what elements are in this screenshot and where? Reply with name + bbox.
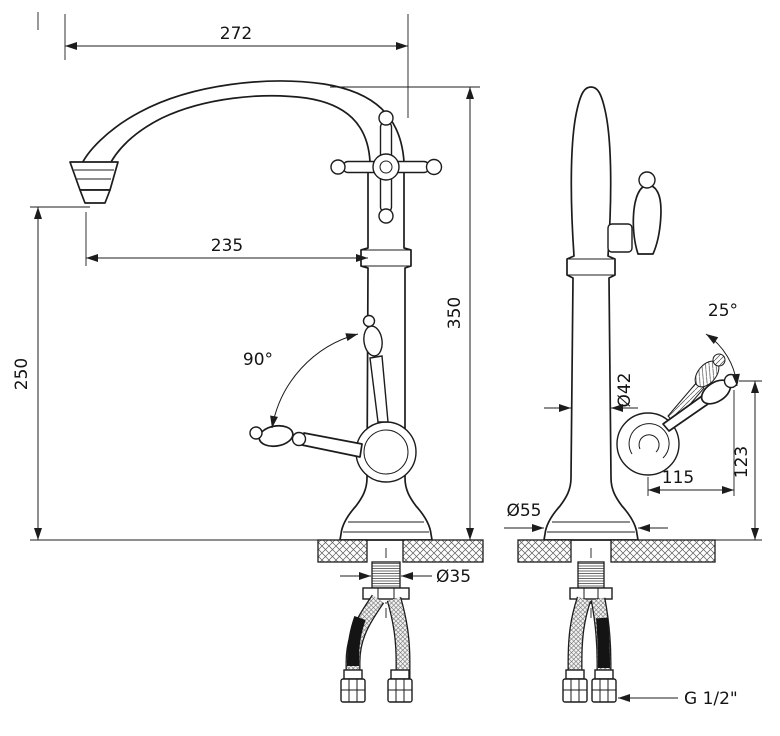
hose-braid — [388, 597, 410, 700]
supply-hose-left — [567, 596, 592, 700]
fitting-collar — [343, 669, 363, 680]
countertop-slab — [317, 539, 368, 563]
supply-hose-right — [386, 596, 411, 700]
side-view: 25° Ø42 123 115 Ø55 — [504, 86, 762, 709]
dim-label-overall-reach: 272 — [220, 24, 252, 44]
hose-fitting-right — [387, 669, 413, 703]
dim-label-handle-swing: 90° — [243, 350, 273, 370]
dim-total-height: 350 — [330, 86, 480, 540]
dim-overall-reach: 272 — [64, 14, 409, 118]
front-lever-shaft — [301, 432, 363, 458]
countertop-slab — [610, 539, 716, 563]
dim-body-diameter: Ø42 — [544, 372, 638, 412]
cross-handle-hub — [372, 153, 400, 181]
front-lever-grip — [258, 424, 294, 448]
front-dimensions: 272 235 250 350 90° — [12, 12, 480, 587]
front-lever-alt-ball — [362, 314, 376, 328]
side-top-handle-ball — [638, 171, 656, 189]
fitting-collar — [594, 669, 614, 680]
dim-label-body-diameter: Ø42 — [615, 372, 635, 407]
hose-braid — [568, 597, 590, 700]
front-lever-alt-shaft — [369, 355, 389, 423]
side-body — [543, 86, 639, 541]
countertop-slab — [402, 539, 484, 563]
hose-fitting-left — [340, 669, 366, 703]
cross-handle-bottom-ball — [378, 208, 394, 224]
dim-spout-height: 250 — [12, 206, 340, 541]
dim-label-mount-hole: Ø35 — [436, 567, 471, 587]
mounting-shank — [371, 561, 401, 589]
side-top-handle-boss — [607, 223, 633, 253]
hose-fitting-left — [562, 669, 588, 703]
front-lever-collar — [291, 431, 307, 447]
side-under-counter — [562, 548, 617, 703]
dim-label-handle-tilt: 25° — [708, 301, 738, 321]
front-lever-escutcheon — [355, 421, 417, 483]
tilt-arc — [705, 333, 740, 387]
supply-hose-right — [590, 597, 612, 700]
supply-hose-left — [345, 594, 385, 700]
dim-label-connection-thread: G 1/2" — [684, 689, 738, 709]
dim-label-handle-reach: 115 — [662, 468, 694, 488]
dim-connection-thread: G 1/2" — [618, 689, 738, 709]
dim-label-total-height: 350 — [445, 297, 465, 329]
swing-arc — [270, 333, 359, 429]
side-lever-alt-ball — [712, 353, 726, 367]
side-dimensions: 25° Ø42 123 115 Ø55 — [504, 301, 762, 709]
front-spout-tip — [79, 189, 111, 204]
front-lever-escutcheon-inner — [363, 429, 409, 475]
fitting-collar — [565, 669, 585, 680]
mounting-nut — [362, 587, 410, 600]
dim-handle-tilt: 25° — [705, 301, 740, 387]
mounting-shank — [577, 561, 605, 589]
dim-mount-hole: Ø35 — [340, 567, 471, 587]
front-under-counter — [340, 548, 413, 703]
countertop-slab — [517, 539, 572, 563]
front-lever-ball — [249, 426, 263, 440]
dim-handle-height: 123 — [715, 380, 762, 541]
dim-base-diameter: Ø55 — [504, 501, 668, 532]
dim-handle-reach: 115 — [647, 390, 735, 496]
front-spout-aerator — [69, 161, 119, 191]
dim-handle-swing: 90° — [243, 333, 359, 429]
cross-handle-right-ball — [425, 158, 443, 176]
dim-label-base-diameter: Ø55 — [506, 501, 541, 521]
side-top-handle-grip — [632, 184, 662, 255]
dim-label-spout-height: 250 — [12, 358, 32, 390]
dim-spout-reach: 235 — [85, 212, 368, 266]
fitting-collar — [390, 669, 410, 680]
cross-handle-hub-inner — [379, 160, 393, 174]
hose-rubber-section — [596, 617, 610, 668]
side-joint — [616, 412, 680, 476]
hose-rubber-section — [347, 615, 366, 666]
front-view: 272 235 250 350 90° — [12, 12, 484, 703]
front-spout — [79, 80, 405, 169]
cross-handle-left-ball — [330, 159, 346, 175]
cross-handle-top-ball — [378, 110, 394, 126]
mounting-nut — [569, 587, 613, 600]
dim-label-spout-reach: 235 — [211, 236, 243, 256]
side-joint-swirl — [628, 423, 670, 459]
hose-fitting-right — [591, 669, 617, 703]
side-joint-swirl-inner — [638, 434, 660, 453]
dim-label-handle-height: 123 — [732, 446, 752, 478]
